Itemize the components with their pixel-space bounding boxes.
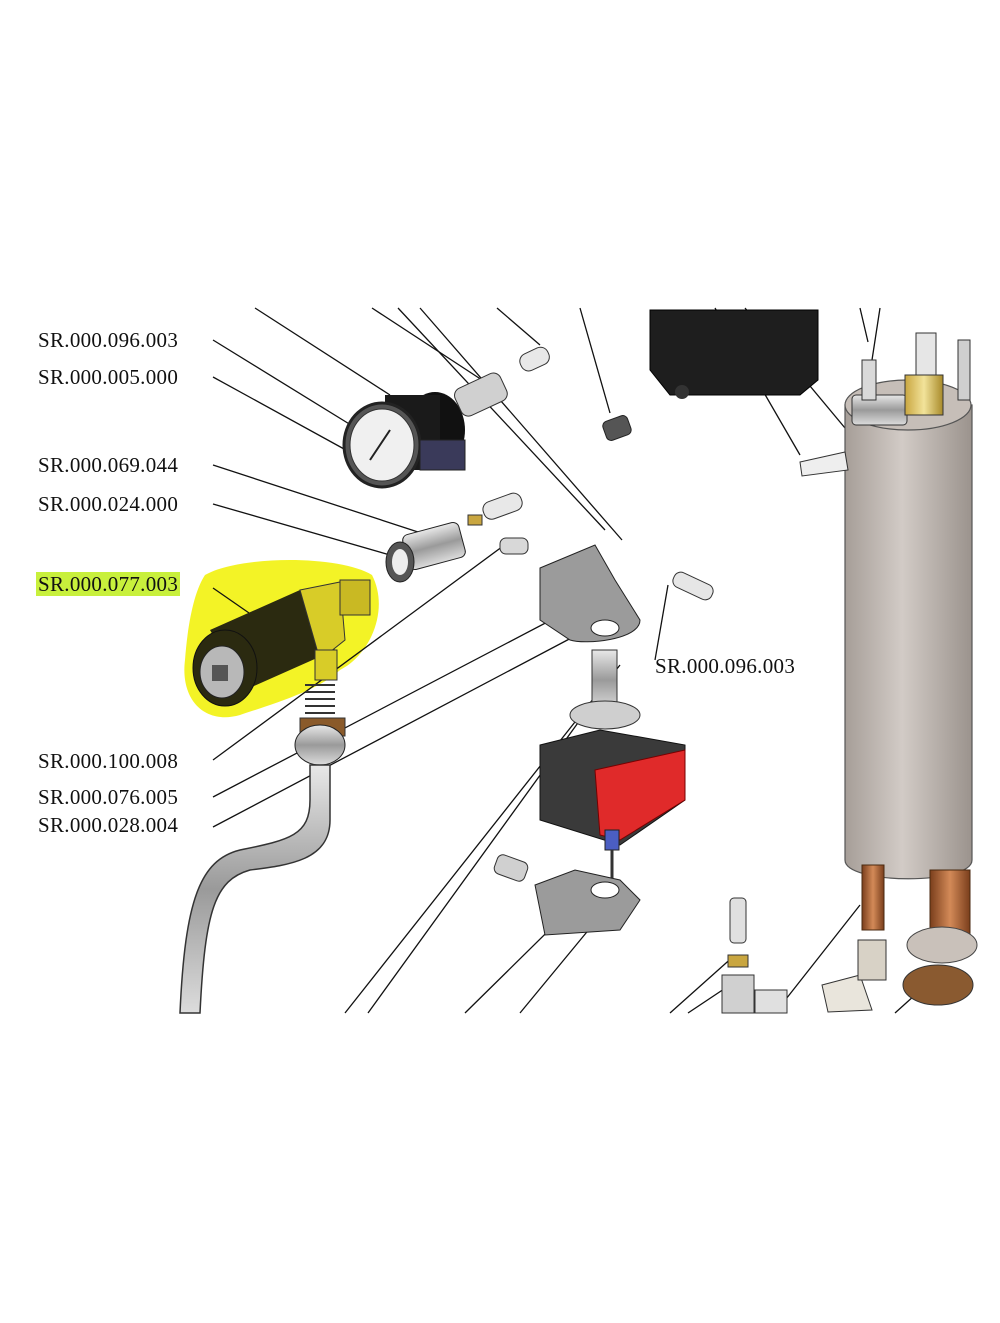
pump-assembly <box>493 544 686 936</box>
part-label-sr-000-076-005: SR.000.076.005 <box>38 785 179 809</box>
compression-fitting <box>385 521 466 583</box>
part-label-sr-000-100-008: SR.000.100.008 <box>38 749 179 773</box>
heating-element <box>821 864 978 1013</box>
part-label-sr-000-096-003-right: SR.000.096.003 <box>655 654 796 678</box>
part-label-sr-000-028-004: SR.000.028.004 <box>38 813 179 837</box>
part-label-sr-000-024-000: SR.000.024.000 <box>38 492 179 516</box>
part-label-sr-000-069-044: SR.000.069.044 <box>38 453 179 477</box>
safety-valve <box>192 579 371 707</box>
small-fittings <box>454 346 714 601</box>
part-label-sr-000-096-003: SR.000.096.003 <box>38 328 179 352</box>
pressure-switch <box>649 309 819 399</box>
pressure-gauge <box>342 392 466 489</box>
boiler-tank <box>799 332 973 880</box>
bottom-fittings <box>721 897 788 1014</box>
part-label-sr-000-077-003-highlighted: SR.000.077.003 <box>36 572 181 596</box>
spring-and-pipe <box>179 684 346 1014</box>
part-label-sr-000-005-000: SR.000.005.000 <box>38 365 179 389</box>
